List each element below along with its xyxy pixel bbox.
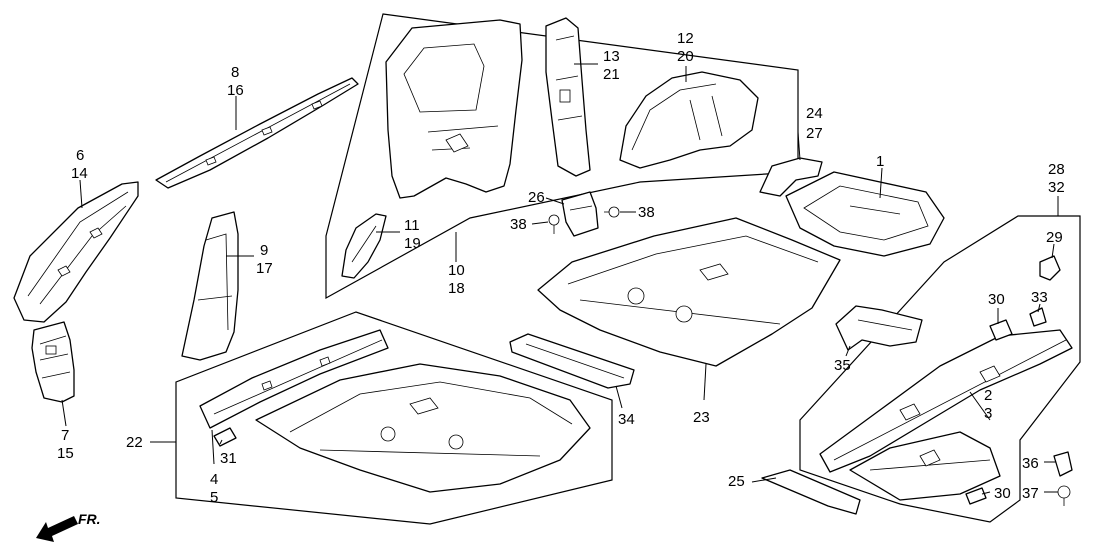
part-front-floor-pan xyxy=(255,363,591,493)
callout-37: 37 xyxy=(1022,485,1039,502)
callout-8: 8 xyxy=(231,64,239,81)
part-spacer-block-lower xyxy=(965,487,987,505)
part-bolt-right xyxy=(604,206,620,218)
callout-31: 31 xyxy=(220,450,237,467)
callout-34: 34 xyxy=(618,411,635,428)
callout-28: 28 xyxy=(1048,161,1065,178)
group-outline-rear-frame xyxy=(799,215,1081,523)
leader-31 xyxy=(219,439,223,445)
part-retainer-clip xyxy=(1053,451,1073,477)
part-hook-bracket xyxy=(1039,255,1061,281)
arrow-left-down-icon xyxy=(36,516,78,542)
callout-19: 19 xyxy=(404,235,421,252)
part-spare-tire-pan xyxy=(785,171,945,257)
callout-1: 1 xyxy=(876,153,884,170)
callout-33: 33 xyxy=(1031,289,1048,306)
callout-24: 24 xyxy=(806,105,823,122)
callout-16: 16 xyxy=(227,82,244,99)
group-outline-side-panel xyxy=(325,13,799,300)
leader-35 xyxy=(845,345,851,357)
callout-38-left: 38 xyxy=(510,216,527,233)
callout-23: 23 xyxy=(693,409,710,426)
part-rear-wheelhouse xyxy=(619,71,759,169)
leader-34 xyxy=(615,385,623,409)
part-center-pillar xyxy=(181,211,239,361)
part-screw xyxy=(1057,485,1071,506)
part-small-clip xyxy=(213,427,237,447)
callout-2: 2 xyxy=(984,387,992,404)
callout-32: 32 xyxy=(1048,179,1065,196)
callout-17: 17 xyxy=(256,260,273,277)
callout-30-upper: 30 xyxy=(988,291,1005,308)
part-lower-pillar xyxy=(31,321,75,403)
callout-6: 6 xyxy=(76,147,84,164)
front-label: FR. xyxy=(78,511,101,527)
callout-27: 27 xyxy=(806,125,823,142)
part-bolt-left xyxy=(548,214,560,234)
part-front-floor-rail xyxy=(199,329,389,429)
part-spacer-block-upper xyxy=(989,319,1013,341)
callout-15: 15 xyxy=(57,445,74,462)
part-rear-frame-rail xyxy=(819,329,1073,473)
part-front-pillar xyxy=(13,181,139,323)
part-corner-bracket xyxy=(759,157,823,197)
callout-9: 9 xyxy=(260,242,268,259)
part-floor-bracket xyxy=(561,191,599,237)
leader-26 xyxy=(545,197,565,205)
leader-33 xyxy=(1037,303,1041,313)
part-rear-lower-assembly xyxy=(849,431,1001,501)
part-floor-strip xyxy=(761,469,861,515)
callout-3: 3 xyxy=(984,405,992,422)
callout-22: 22 xyxy=(126,434,143,451)
callout-4: 4 xyxy=(210,471,218,488)
leader-29 xyxy=(1051,243,1055,259)
callout-20: 20 xyxy=(677,48,694,65)
callout-29: 29 xyxy=(1046,229,1063,246)
part-floor-cross-member xyxy=(509,333,635,389)
callout-10: 10 xyxy=(448,262,465,279)
callout-21: 21 xyxy=(603,66,620,83)
leader-4-5 xyxy=(211,429,215,465)
callout-11: 11 xyxy=(404,217,420,234)
part-side-outer-panel xyxy=(385,19,523,199)
callout-35: 35 xyxy=(834,357,851,374)
part-rear-floor-pan xyxy=(537,217,841,367)
part-roof-rail xyxy=(155,77,359,189)
front-direction-indicator: FR. xyxy=(36,511,101,542)
leader-24-27 xyxy=(797,131,801,161)
part-rear-cross-beam xyxy=(835,305,923,351)
part-wheel-arch-piece xyxy=(341,213,387,279)
callout-36: 36 xyxy=(1022,455,1039,472)
leader-25 xyxy=(751,477,777,483)
leader-2-3 xyxy=(969,391,991,421)
leader-7-15 xyxy=(61,399,67,427)
leader-1 xyxy=(879,167,883,199)
leader-30b xyxy=(981,491,991,495)
callout-30-lower: 30 xyxy=(994,485,1011,502)
leader-38a xyxy=(531,221,549,225)
callout-18: 18 xyxy=(448,280,465,297)
part-rear-pillar xyxy=(545,17,591,177)
leader-23 xyxy=(703,363,707,401)
callout-12: 12 xyxy=(677,30,694,47)
callout-13: 13 xyxy=(603,48,620,65)
leader-6-14 xyxy=(79,179,83,209)
group-outline-front-floor xyxy=(175,311,613,525)
callout-14: 14 xyxy=(71,165,88,182)
callout-38-right: 38 xyxy=(638,204,655,221)
callout-26: 26 xyxy=(528,189,545,206)
callout-5: 5 xyxy=(210,489,218,506)
callout-7: 7 xyxy=(61,427,69,444)
callout-25: 25 xyxy=(728,473,745,490)
